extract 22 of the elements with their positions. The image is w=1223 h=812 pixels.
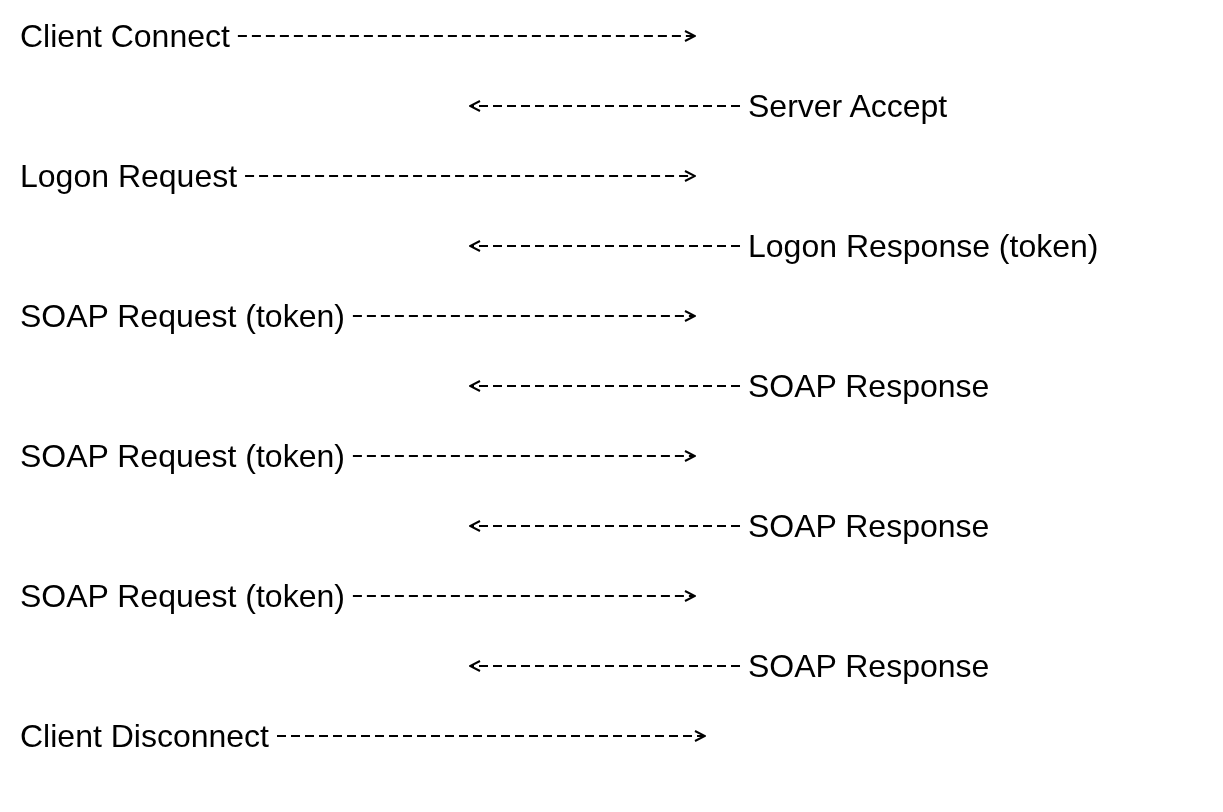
arrow — [244, 170, 696, 182]
arrow — [469, 660, 741, 672]
message-text: Logon Request — [20, 156, 238, 196]
arrow — [236, 30, 696, 42]
message-text: Server Accept — [748, 86, 948, 126]
message-text: SOAP Response — [748, 646, 990, 686]
arrow — [469, 520, 741, 532]
message-text: SOAP Request (token) — [20, 296, 345, 336]
message-text: SOAP Request (token) — [20, 576, 345, 616]
message-text: Logon Response (token) — [748, 226, 1099, 266]
arrow — [469, 380, 741, 392]
arrow — [351, 450, 696, 462]
message-text: SOAP Response — [748, 366, 990, 406]
arrow — [276, 730, 706, 742]
arrow — [469, 240, 741, 252]
message-text: SOAP Response — [748, 506, 990, 546]
message-text: Client Disconnect — [20, 716, 269, 756]
arrow — [351, 310, 696, 322]
message-text: Client Connect — [20, 16, 230, 56]
arrow — [469, 100, 741, 112]
message-text: SOAP Request (token) — [20, 436, 345, 476]
arrow — [351, 590, 696, 602]
